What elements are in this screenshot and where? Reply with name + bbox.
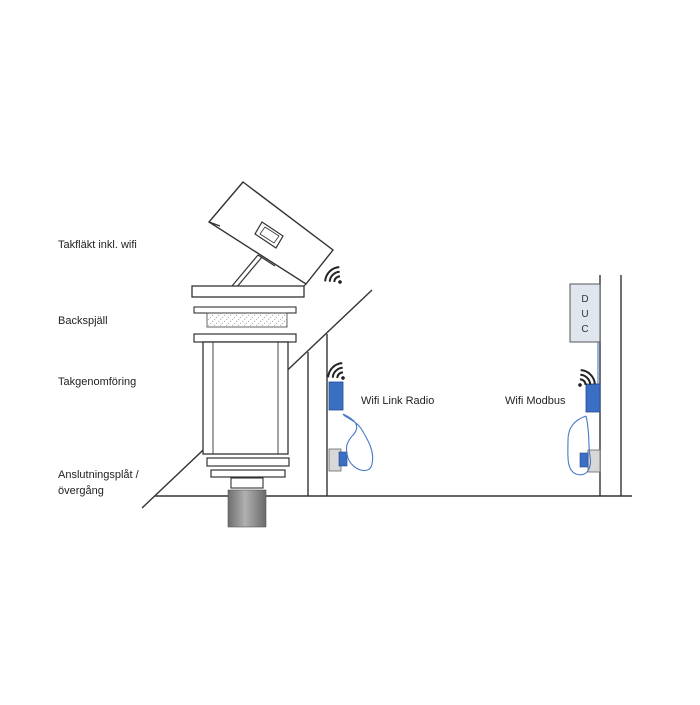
label-wifi-modbus: Wifi Modbus [505, 395, 566, 407]
connection-plate [206, 457, 290, 489]
duc-controller: D U C [569, 283, 601, 384]
wifi-modbus-device [567, 383, 601, 476]
label-connection-plate-1: Anslutningsplåt / [58, 469, 139, 481]
roof-fan [191, 181, 334, 298]
label-wifi-link-radio: Wifi Link Radio [361, 395, 435, 407]
roof-penetration [193, 333, 297, 455]
label-backdraft-damper: Backspjäll [58, 315, 108, 327]
duc-letter-c: C [581, 324, 588, 335]
label-roof-penetration: Takgenomföring [58, 376, 137, 388]
duc-letter-d: D [581, 294, 588, 305]
backdraft-damper [193, 306, 297, 328]
wifi-signal-icon [578, 369, 596, 387]
wifi-signal-icon [324, 266, 342, 284]
wifi-signal-icon [327, 362, 345, 380]
duc-letter-u: U [581, 309, 588, 320]
label-connection-plate-2: övergång [58, 485, 104, 497]
label-roof-fan: Takfläkt inkl. wifi [58, 239, 137, 251]
duct-pipe [227, 489, 267, 528]
wifi-link-radio-device [328, 381, 374, 472]
